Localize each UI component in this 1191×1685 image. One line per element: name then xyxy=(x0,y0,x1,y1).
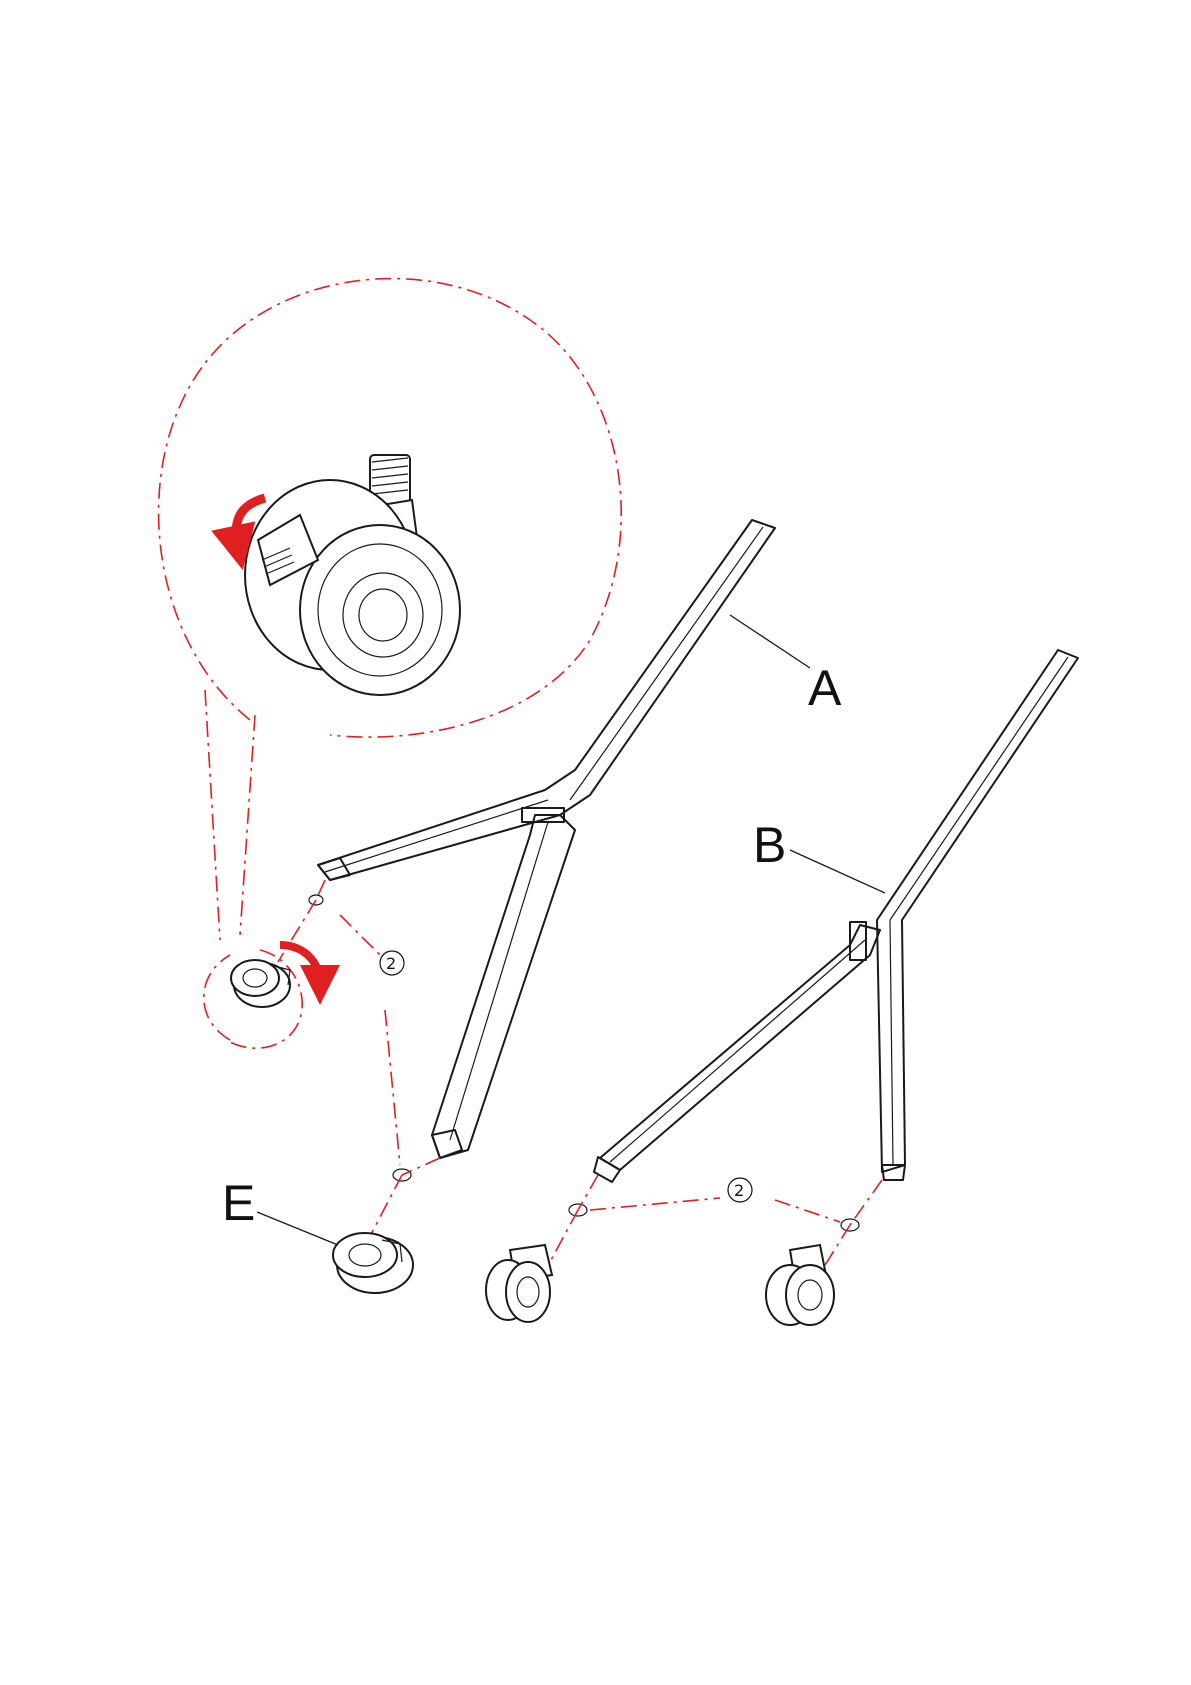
detail-leader-left xyxy=(205,690,220,940)
detail-leader-right xyxy=(240,715,255,935)
leg-b-lower-arm xyxy=(600,925,880,1170)
qty-callout-right: 2 xyxy=(728,1178,752,1202)
label-a: A xyxy=(808,660,842,716)
caster-e-icon xyxy=(333,1233,413,1293)
caster-detail-icon xyxy=(245,455,460,695)
leg-b-upper-arm xyxy=(877,650,1078,1172)
leader-a xyxy=(730,615,810,668)
leader-b xyxy=(790,850,885,893)
qty-right-text: 2 xyxy=(734,1181,744,1200)
qty-left-text: 2 xyxy=(386,954,396,973)
label-e: E xyxy=(222,1175,255,1231)
leg-b xyxy=(594,650,1078,1182)
leader-e xyxy=(257,1212,338,1245)
washer-icon xyxy=(309,895,859,1231)
caster-middle-icon xyxy=(486,1245,552,1322)
leg-a-lower-arm xyxy=(432,815,575,1158)
qty-callout-left: 2 xyxy=(380,951,404,975)
caster-right-icon xyxy=(766,1245,834,1325)
label-b: B xyxy=(753,817,786,873)
caster-small-icon xyxy=(231,960,290,1007)
